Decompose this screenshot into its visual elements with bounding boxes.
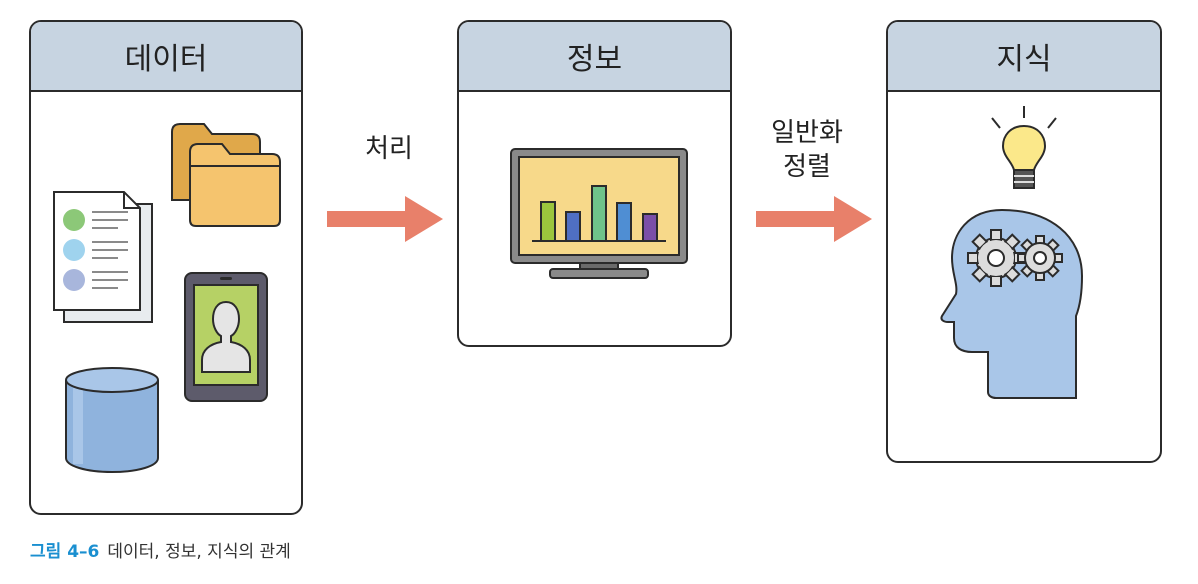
figure-caption-text: 데이터, 정보, 지식의 관계	[107, 542, 291, 562]
gear-icon	[967, 229, 1025, 287]
tablet-profile-icon	[184, 272, 268, 402]
chart-bar-2	[565, 211, 581, 242]
chart-bar-3	[591, 185, 607, 242]
monitor-bar-chart-icon	[510, 148, 688, 279]
data-panel-title: 데이터	[31, 22, 301, 92]
knowledge-panel-title: 지식	[888, 22, 1160, 92]
lightbulb-icon	[991, 106, 1057, 189]
chart-bar-4	[616, 202, 632, 242]
figure-number: 그림 4–6	[30, 542, 100, 562]
info-panel-title: 정보	[459, 22, 730, 92]
figure-caption: 그림 4–6 데이터, 정보, 지식의 관계	[30, 537, 291, 562]
generalize-label-line1: 일반화	[771, 118, 843, 148]
folder-icon	[171, 123, 281, 227]
head-gears-icon	[940, 208, 1084, 399]
generalize-arrow	[756, 196, 872, 242]
document-icon	[53, 191, 153, 323]
generalize-arrow-label: 일반화 정렬	[752, 116, 862, 184]
chart-bar-5	[642, 213, 658, 242]
database-icon	[65, 367, 159, 474]
chart-bar-1	[540, 201, 556, 242]
generalize-label-line2: 정렬	[783, 152, 831, 182]
process-arrow-label: 처리	[365, 134, 413, 164]
process-arrow	[327, 196, 443, 242]
gear-icon	[1017, 235, 1063, 281]
